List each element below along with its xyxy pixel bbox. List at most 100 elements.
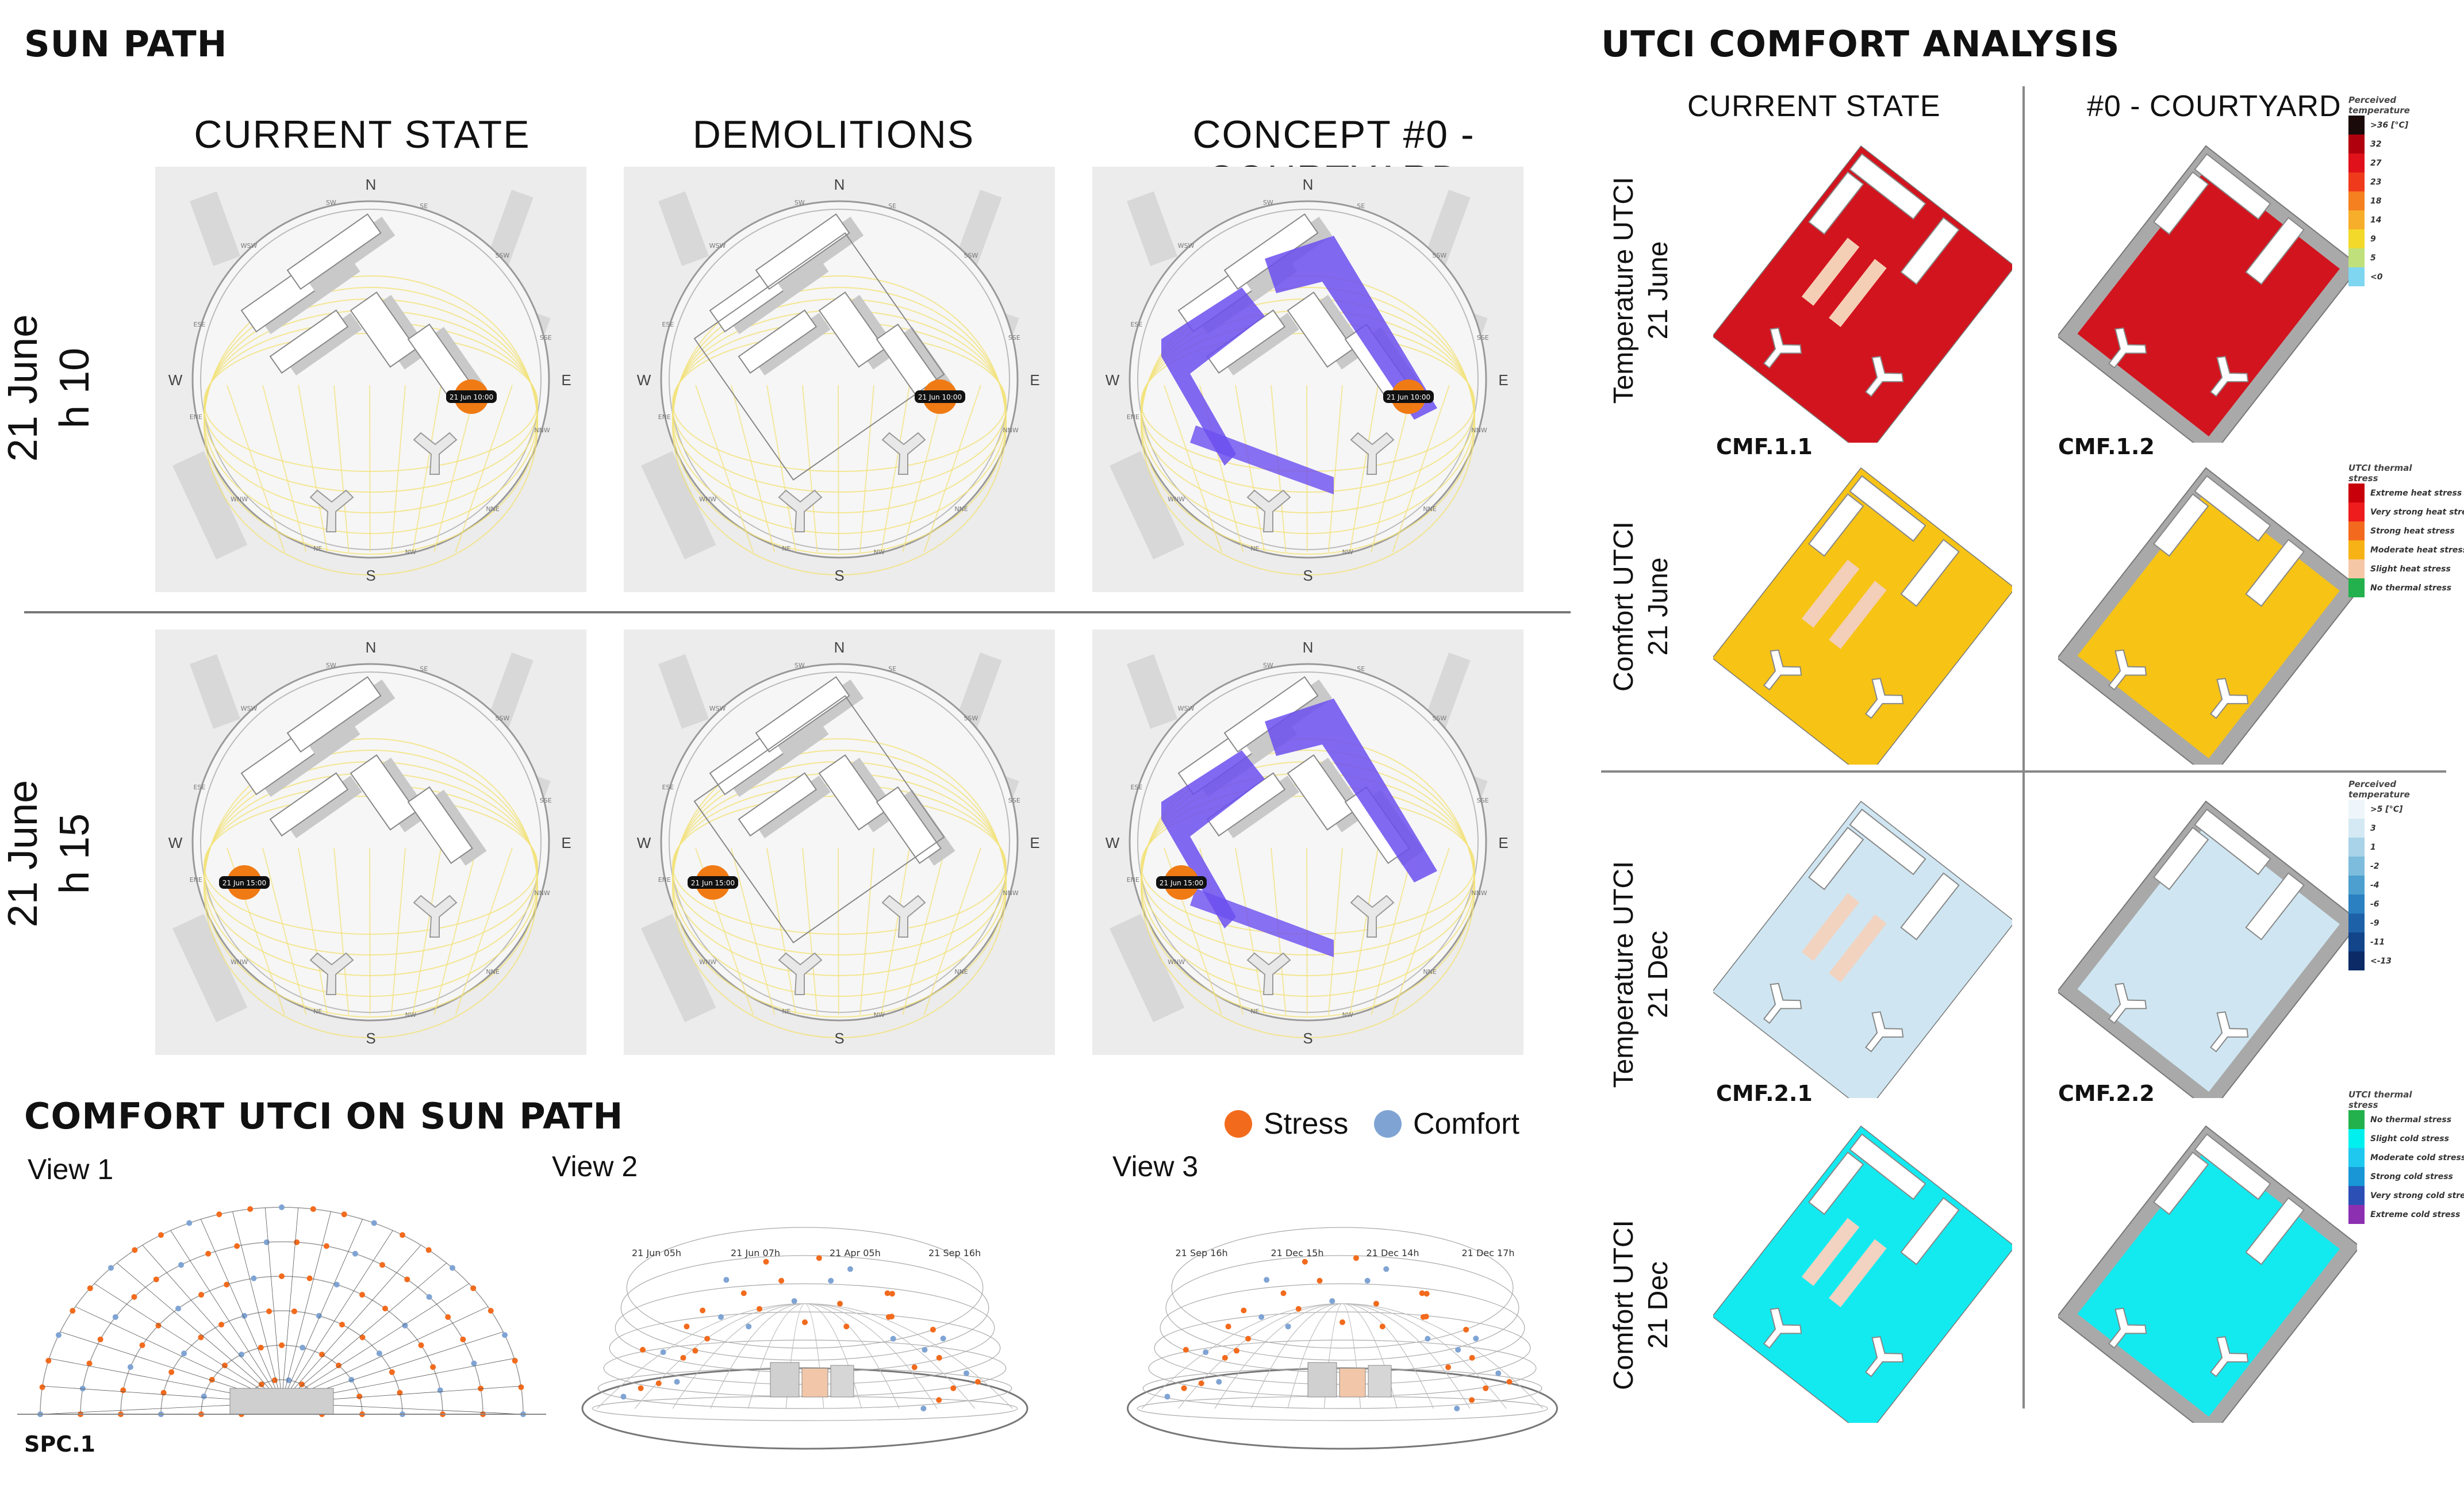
tower-building bbox=[1763, 982, 1802, 1024]
compass-tick-label: NW bbox=[1342, 548, 1353, 556]
compass-w-label: W bbox=[168, 834, 183, 851]
compass-tick-label: WNW bbox=[1168, 958, 1185, 966]
legend-row: -4 bbox=[2348, 876, 2423, 895]
legend-swatch bbox=[2348, 1129, 2365, 1148]
sun-position-dot bbox=[922, 1346, 928, 1353]
sun-position-dot bbox=[1506, 1379, 1513, 1385]
building-roof bbox=[738, 772, 818, 837]
compass-tick-label: SSW bbox=[964, 252, 978, 259]
hour-line bbox=[227, 385, 285, 552]
sun-position-dot bbox=[218, 1322, 224, 1328]
utci-row-divider bbox=[1601, 770, 2446, 773]
utci-col-divider bbox=[2022, 86, 2025, 1408]
dome-point-label: 21 Jun 07h bbox=[731, 1248, 780, 1258]
compass-tick-label: NW bbox=[405, 1011, 416, 1019]
building bbox=[350, 754, 431, 832]
site-map bbox=[2058, 467, 2357, 765]
legend-label: Very strong cold stress bbox=[2370, 1191, 2464, 1200]
legend-row: 1 bbox=[2348, 838, 2423, 857]
sun-position-dot bbox=[356, 1393, 363, 1399]
view-3-label: View 3 bbox=[1112, 1150, 1199, 1183]
sun-position-dot bbox=[209, 1377, 215, 1383]
sun-position-dot bbox=[224, 1281, 230, 1288]
legend-swatch bbox=[2348, 191, 2365, 210]
legend-swatch bbox=[2348, 521, 2365, 540]
dome-ring bbox=[626, 1227, 984, 1349]
site-building bbox=[1368, 1365, 1392, 1398]
legend-label: -2 bbox=[2370, 861, 2379, 871]
legend-label: Strong heat stress bbox=[2370, 526, 2455, 536]
dome-view-1 bbox=[17, 1190, 546, 1431]
sun-position-dot bbox=[335, 1362, 341, 1369]
legend-label: -9 bbox=[2370, 918, 2379, 928]
legend-row: Slight cold stress bbox=[2348, 1129, 2464, 1148]
legend-swatch bbox=[2348, 1148, 2365, 1167]
sun-position-dot bbox=[181, 1350, 187, 1357]
sun-position-dot bbox=[258, 1345, 264, 1351]
hour-line bbox=[1371, 847, 1414, 1015]
compass-tick-label: NNE bbox=[1423, 968, 1436, 976]
tower-building bbox=[1350, 432, 1395, 475]
sun-position-dot bbox=[847, 1266, 853, 1272]
sun-badge-label: 21 Jun 10:00 bbox=[1387, 393, 1430, 401]
sun-position-dot bbox=[139, 1342, 145, 1348]
context-building bbox=[658, 654, 709, 729]
compass-tick-label: NE bbox=[1250, 545, 1259, 552]
hour-line bbox=[838, 847, 839, 1015]
legend-label: 27 bbox=[2370, 158, 2382, 168]
sun-position-dot bbox=[936, 1397, 942, 1403]
compass-tick-label: WNW bbox=[231, 496, 248, 503]
tower-building bbox=[1246, 489, 1291, 532]
building bbox=[1900, 1197, 1960, 1265]
hour-line bbox=[391, 385, 406, 552]
site-building bbox=[1339, 1368, 1366, 1398]
compass-tick-label: WSW bbox=[1178, 242, 1195, 250]
sun-position-dot bbox=[449, 1265, 455, 1271]
tower-building bbox=[2108, 982, 2147, 1024]
building bbox=[286, 213, 396, 292]
building-roof bbox=[1287, 291, 1354, 368]
compass-tick-label: ESE bbox=[662, 784, 674, 791]
view-2-label: View 2 bbox=[552, 1150, 638, 1183]
building-roof bbox=[286, 213, 382, 290]
row-label-date: 21 June bbox=[0, 314, 46, 462]
sun-position-dot bbox=[389, 1369, 395, 1375]
sun-position-dot bbox=[239, 1352, 244, 1358]
legend-row: 18 bbox=[2348, 191, 2423, 210]
sun-position-dot bbox=[201, 1393, 207, 1399]
courtyard-wall bbox=[1190, 888, 1334, 957]
code-cmf-1-2: CMF.1.2 bbox=[2058, 434, 2155, 459]
sun-position-dot bbox=[352, 1250, 358, 1257]
compass-tick-label: SW bbox=[1263, 199, 1273, 206]
site-building bbox=[830, 1365, 854, 1398]
legend-label: Extreme cold stress bbox=[2370, 1210, 2461, 1219]
stress-dot-icon bbox=[1225, 1110, 1252, 1138]
courtyard-wall bbox=[1265, 236, 1437, 420]
compass-tick-label: NE bbox=[1250, 1008, 1259, 1015]
compass-tick-label: WNW bbox=[231, 958, 248, 966]
legend-swatch bbox=[2348, 502, 2365, 521]
building bbox=[2153, 493, 2209, 557]
legend-label: >36 [°C] bbox=[2370, 120, 2409, 130]
hour-line bbox=[1392, 847, 1450, 1015]
tower-building bbox=[2108, 1307, 2147, 1349]
building bbox=[286, 676, 396, 755]
hour-line bbox=[881, 385, 910, 552]
compass-tick-label: WSW bbox=[1178, 705, 1195, 712]
tower-building bbox=[778, 489, 823, 532]
legend-swatch bbox=[2348, 135, 2365, 153]
building bbox=[2194, 808, 2271, 876]
sun-position-dot bbox=[640, 1346, 646, 1353]
legend-swatch bbox=[2348, 210, 2365, 229]
compass-tick-label: NE bbox=[313, 545, 322, 552]
sun-position-dot bbox=[889, 1291, 895, 1297]
legend-label: -11 bbox=[2370, 937, 2385, 947]
tower-building bbox=[2108, 327, 2147, 369]
context-building bbox=[172, 451, 248, 560]
legend-swatch bbox=[2348, 951, 2365, 970]
sun-badge bbox=[219, 876, 270, 889]
sun-position-dot bbox=[79, 1385, 86, 1392]
sun-position-dot bbox=[1285, 1323, 1291, 1330]
legend-row: <-13 bbox=[2348, 951, 2423, 970]
